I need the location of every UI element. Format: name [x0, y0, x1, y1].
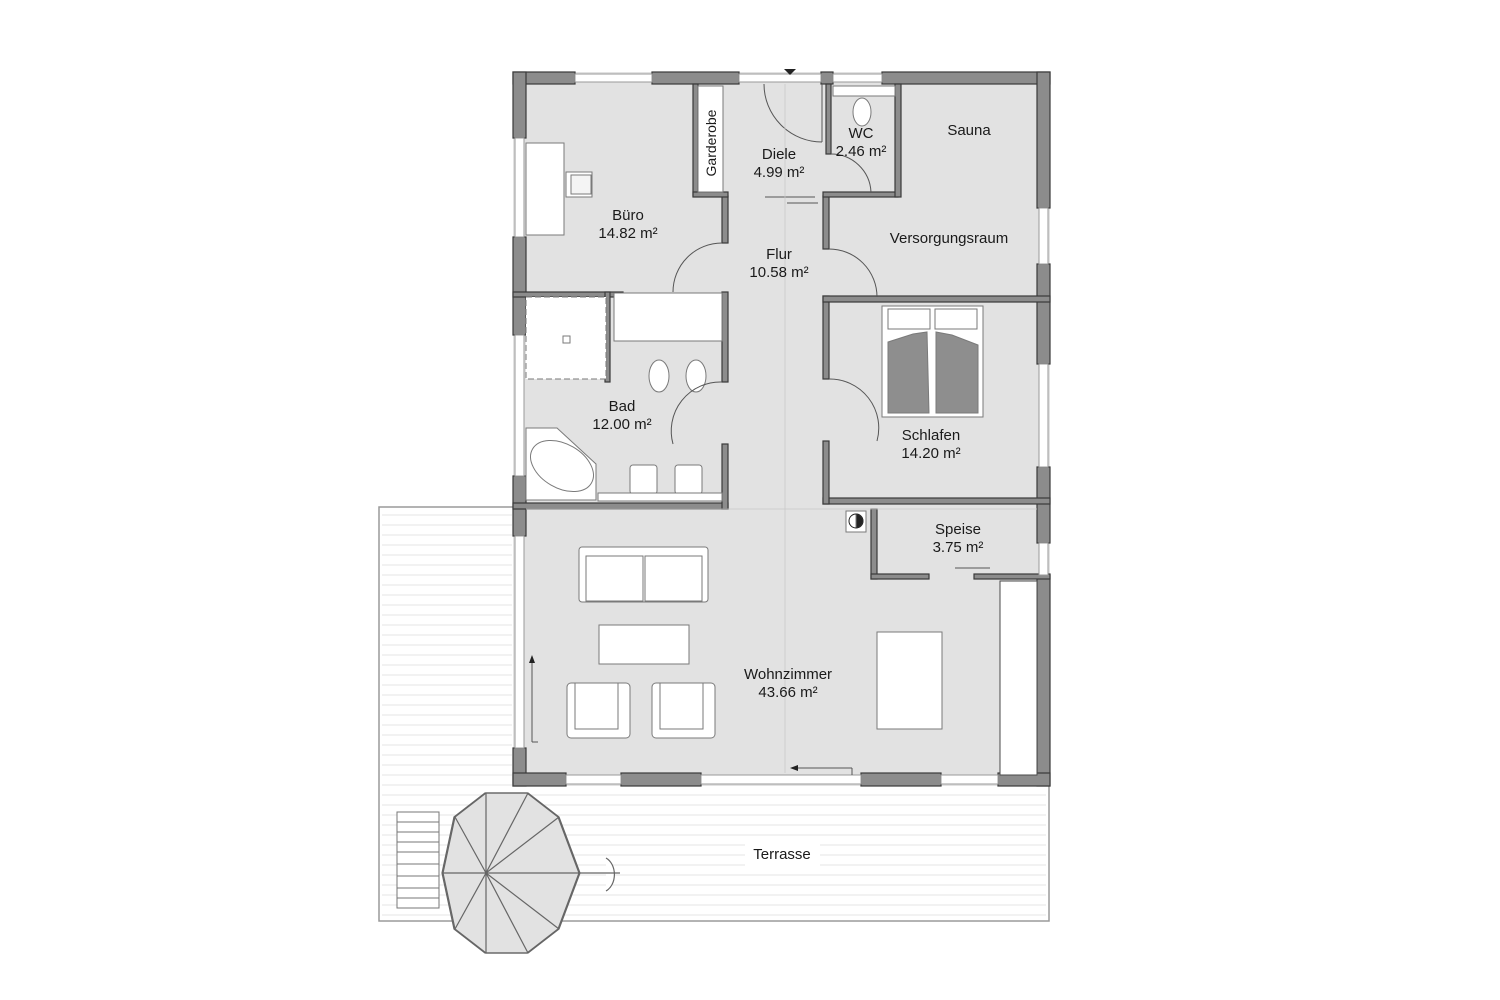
room-label-garderobe: Garderobe: [702, 110, 720, 177]
room-name: Schlafen: [901, 427, 961, 444]
room-label-schlafen: Schlafen 14.20 m²: [901, 427, 960, 463]
room-name: Büro: [612, 207, 644, 224]
room-label-sauna: Sauna: [947, 122, 990, 140]
room-area: 14.20 m²: [901, 445, 961, 462]
room-area: 12.00 m²: [592, 416, 652, 433]
deck-chair: [396, 811, 440, 909]
walls: [512, 71, 1051, 787]
windows: [514, 73, 1049, 785]
entrance-arrow-icon: [784, 69, 796, 75]
room-label-versorgungsraum: Versorgungsraum: [890, 230, 1008, 248]
room-label-wc: WC 2.46 m²: [836, 125, 887, 161]
room-label-diele: Diele 4.99 m²: [754, 146, 805, 182]
room-name: Speise: [935, 521, 981, 538]
room-name: Wohnzimmer: [743, 666, 833, 683]
room-name: Sauna: [947, 122, 991, 139]
room-area: 3.75 m²: [932, 539, 984, 556]
room-label-speise: Speise 3.75 m²: [933, 521, 984, 557]
room-name: Flur: [766, 246, 792, 263]
room-name: Versorgungsraum: [889, 230, 1009, 247]
room-area: 4.99 m²: [753, 164, 805, 181]
room-label-flur: Flur 10.58 m²: [749, 246, 808, 282]
room-name: Garderobe: [703, 109, 719, 177]
parasol: [441, 792, 620, 954]
room-name: WC: [848, 125, 874, 142]
room-area: 2.46 m²: [835, 143, 887, 160]
room-label-buero: Büro 14.82 m²: [598, 207, 657, 243]
room-area: 14.82 m²: [598, 225, 658, 242]
furniture: [525, 85, 1038, 776]
room-name: Diele: [761, 146, 797, 163]
house-floor: [513, 72, 1050, 786]
room-label-wohnzimmer: Wohnzimmer 43.66 m²: [744, 666, 832, 702]
room-name: Bad: [608, 398, 636, 415]
room-area: 43.66 m²: [758, 684, 818, 701]
room-area: 10.58 m²: [749, 264, 809, 281]
doors: [526, 83, 1037, 775]
room-label-bad: Bad 12.00 m²: [592, 398, 651, 434]
room-label-terrasse: Terrasse: [753, 846, 811, 864]
room-name: Terrasse: [753, 846, 811, 863]
